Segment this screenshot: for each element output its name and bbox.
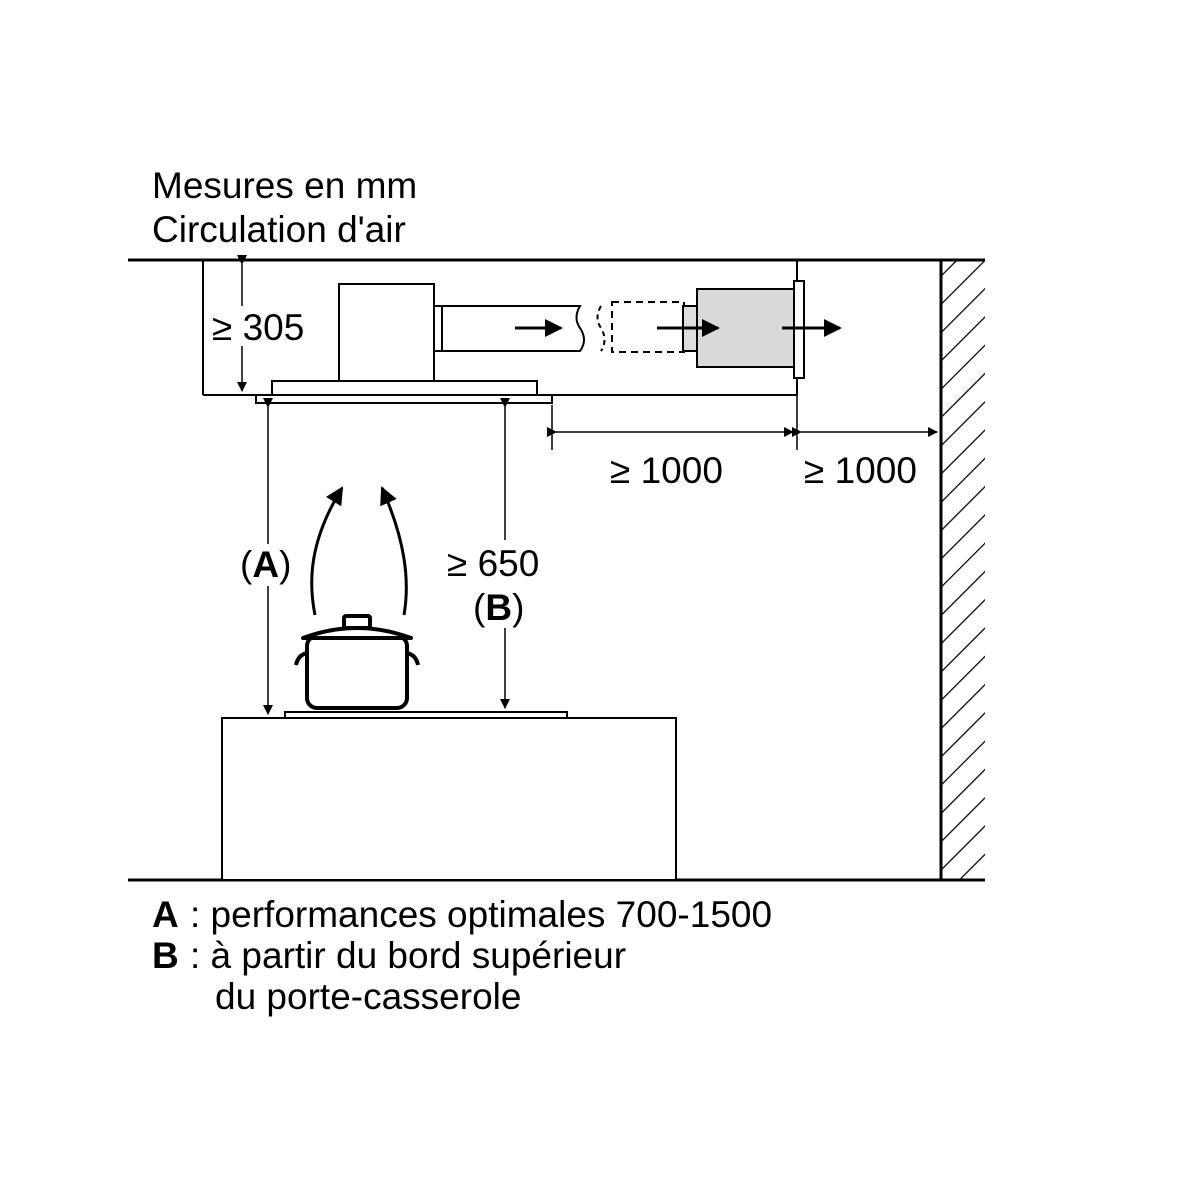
air-duct: [433, 305, 585, 352]
steam-arrow-left: [310, 486, 344, 616]
legend-b-key: B: [152, 935, 179, 976]
steam-arrow-right: [380, 486, 408, 616]
legend-b-text-1: : à partir du bord supérieur: [190, 935, 626, 976]
dim-distance-2-label: ≥ 1000: [804, 450, 917, 491]
dim-min-650-label: ≥ 650: [447, 543, 539, 584]
dim-distance-1-label: ≥ 1000: [610, 450, 723, 491]
hood-motor-box: [338, 283, 435, 382]
hood-frame: [255, 394, 553, 404]
dim-b-label: (B): [473, 587, 524, 628]
legend-a-key: A: [152, 894, 179, 935]
duct-break-mark: [596, 305, 606, 352]
hood-panel: [271, 380, 538, 396]
legend-a-text: : performances optimales 700-1500: [190, 894, 772, 935]
cooking-pot-icon: [294, 614, 420, 710]
dim-hood-height-label: ≥ 305: [212, 307, 304, 348]
legend-b-text-2: du porte-casserole: [215, 976, 521, 1017]
header-measures: Mesures en mm: [152, 165, 417, 206]
header-air-circulation: Circulation d'air: [152, 209, 406, 250]
dim-a-label: (A): [240, 544, 291, 585]
kitchen-counter: [221, 717, 677, 881]
wall: [939, 260, 985, 880]
